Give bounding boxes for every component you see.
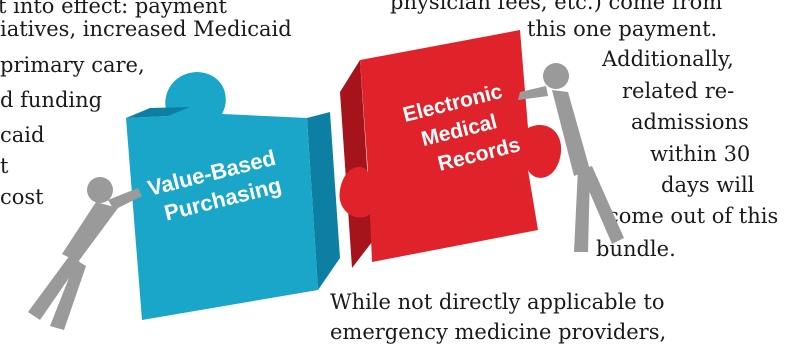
right-push-figure — [518, 63, 624, 252]
right-text-line: bundle. — [596, 237, 676, 261]
puzzle-illustration: Value-Based Purchasing Electronic Medica… — [28, 30, 624, 330]
right-text-line: Additionally, — [602, 47, 734, 71]
right-text-line: come out of this — [607, 204, 779, 228]
right-text-line: within 30 — [650, 142, 751, 166]
right-text-line: admissions — [631, 110, 749, 134]
blue-puzzle-piece: Value-Based Purchasing — [126, 72, 340, 320]
left-text-line: caid — [0, 123, 45, 147]
left-text-line: cost — [0, 185, 44, 209]
bottom-text-line: While not directly applicable to — [330, 290, 665, 314]
right-text-line: physician fees, etc.) come from — [390, 0, 723, 14]
right-text-line: related re- — [622, 79, 735, 103]
red-puzzle-piece: Electronic Medical Records — [339, 30, 562, 268]
left-text-line: t into effect: payment — [0, 0, 227, 18]
left-text-line: d funding — [0, 88, 103, 112]
left-text-line: iatives, increased Medicaid — [0, 17, 292, 41]
left-push-figure — [28, 177, 142, 330]
left-text-line: t — [0, 154, 9, 178]
right-text-line: days will — [661, 173, 755, 197]
right-text-line: this one payment. — [527, 17, 718, 41]
left-text-line: primary care, — [0, 53, 145, 77]
